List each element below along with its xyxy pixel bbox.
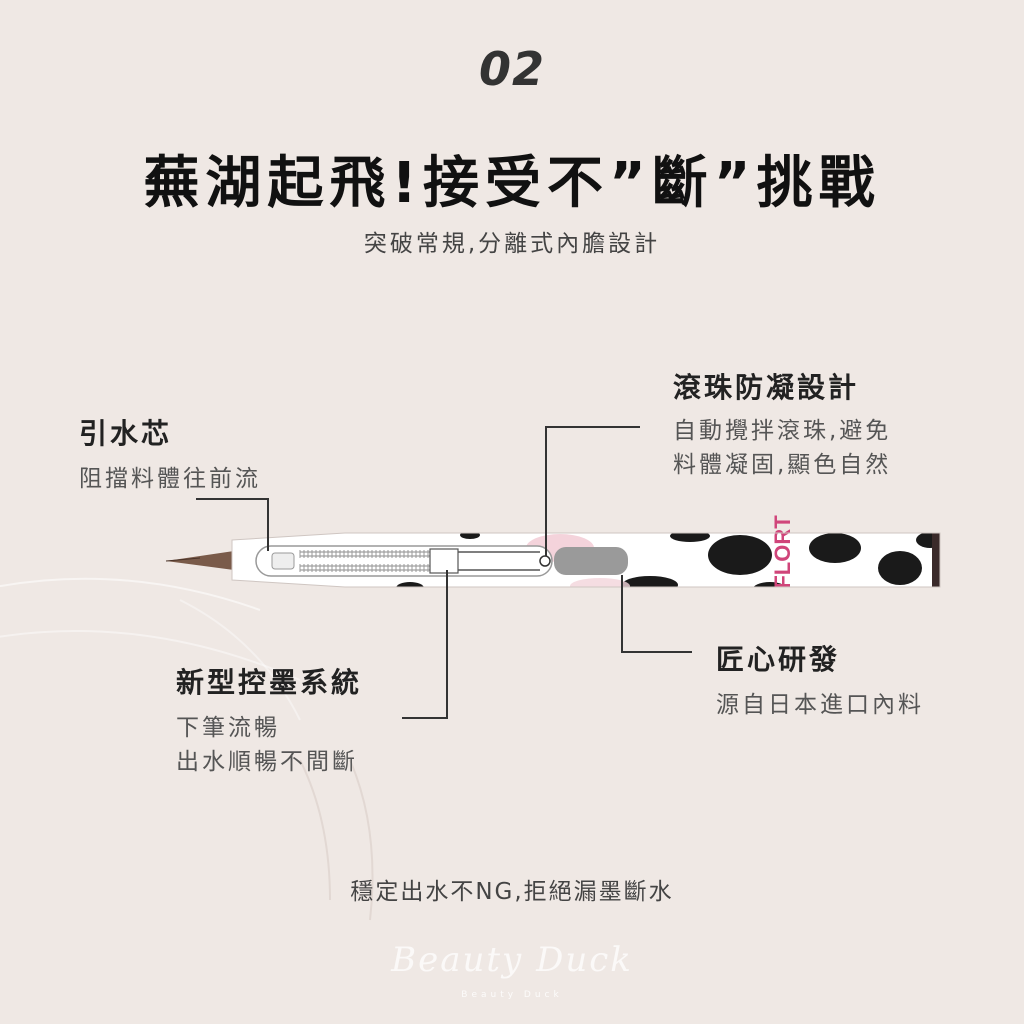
callout-title: 新型控墨系統 <box>176 666 363 699</box>
section-number: 02 <box>478 42 545 96</box>
callout-desc-line: 出水順暢不間斷 <box>176 749 358 775</box>
watermark-script: Beauty Duck <box>391 940 633 980</box>
page-title: 蕪湖起飛!接受不”斷”挑戰 <box>143 151 881 216</box>
mixing-ball <box>539 555 551 567</box>
callout-desc: 阻擋料體往前流 <box>79 466 261 492</box>
callout-desc-line: 下筆流暢 <box>176 715 280 741</box>
ink-cartridge <box>255 545 553 577</box>
callout-anti-clot-ball: 滾珠防凝設計 自動攪拌滾珠,避免 料體凝固,顯色自然 <box>673 366 891 482</box>
callout-desc-line: 料體凝固,顯色自然 <box>673 452 892 478</box>
ink-window <box>554 547 628 575</box>
callout-wick: 引水芯 阻擋料體往前流 <box>79 412 261 496</box>
pen-brand-text: FLORT <box>770 515 795 589</box>
leader-line-wick <box>196 498 269 551</box>
callout-title: 引水芯 <box>79 417 173 450</box>
callout-ink-control-system: 新型控墨系統 下筆流暢 出水順暢不間斷 <box>176 661 362 779</box>
page-subtitle: 突破常規,分離式內膽設計 <box>363 231 661 257</box>
watermark-small: Beauty Duck <box>461 990 563 1000</box>
pen-nib <box>166 551 234 570</box>
callout-desc-line: 自動攪拌滾珠,避免 <box>673 418 892 444</box>
callout-title: 匠心研發 <box>716 643 841 676</box>
leader-line-formula <box>621 575 692 653</box>
callout-title: 滾珠防凝設計 <box>673 371 860 404</box>
footer-tagline: 穩定出水不NG,拒絕漏墨斷水 <box>350 879 674 905</box>
callout-desc: 源自日本進口內料 <box>716 692 924 718</box>
callout-formula: 匠心研發 源自日本進口內料 <box>716 638 924 722</box>
leader-line-ink-control <box>402 570 448 719</box>
leader-line-ball <box>545 426 640 556</box>
